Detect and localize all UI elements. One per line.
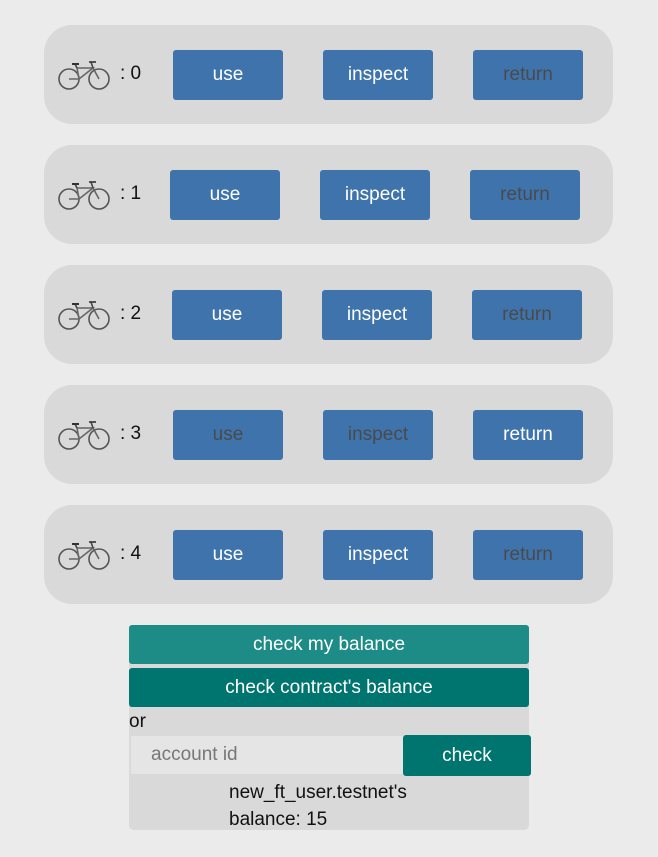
bike-row-4: : 4 use inspect return <box>44 505 613 604</box>
use-button[interactable]: use <box>173 410 283 460</box>
return-button[interactable]: return <box>470 170 580 220</box>
bicycle-icon <box>58 539 110 571</box>
bicycle-icon <box>58 179 110 211</box>
or-label: or <box>129 711 146 732</box>
bike-label: : 2 <box>120 303 142 324</box>
inspect-button[interactable]: inspect <box>323 530 433 580</box>
check-my-balance-button[interactable]: check my balance <box>129 625 529 664</box>
bike-label: : 1 <box>120 183 142 204</box>
balance-result: new_ft_user.testnet's balance: 15 <box>229 779 407 833</box>
check-button[interactable]: check <box>403 735 531 776</box>
bike-row-1: : 1 use inspect return <box>44 145 613 244</box>
use-button[interactable]: use <box>172 290 282 340</box>
inspect-button[interactable]: inspect <box>323 50 433 100</box>
bicycle-icon <box>58 59 110 91</box>
balance-result-value: balance: 15 <box>229 809 328 830</box>
bike-label: : 0 <box>120 63 142 84</box>
return-button[interactable]: return <box>473 50 583 100</box>
return-button[interactable]: return <box>473 530 583 580</box>
bicycle-icon <box>58 299 110 331</box>
bike-row-3: : 3 use inspect return <box>44 385 613 484</box>
inspect-button[interactable]: inspect <box>322 290 432 340</box>
bicycle-icon <box>58 419 110 451</box>
use-button[interactable]: use <box>173 530 283 580</box>
inspect-button[interactable]: inspect <box>323 410 433 460</box>
balance-panel: check my balance check contract's balanc… <box>129 625 531 833</box>
bike-label: : 3 <box>120 423 142 444</box>
account-id-input[interactable] <box>131 736 405 774</box>
use-button[interactable]: use <box>170 170 280 220</box>
return-button[interactable]: return <box>472 290 582 340</box>
bike-label: : 4 <box>120 543 142 564</box>
bike-row-0: : 0 use inspect return <box>44 25 613 124</box>
use-button[interactable]: use <box>173 50 283 100</box>
balance-result-account: new_ft_user.testnet's <box>229 782 407 803</box>
check-contract-balance-button[interactable]: check contract's balance <box>129 668 529 707</box>
inspect-button[interactable]: inspect <box>320 170 430 220</box>
bike-row-2: : 2 use inspect return <box>44 265 613 364</box>
return-button[interactable]: return <box>473 410 583 460</box>
